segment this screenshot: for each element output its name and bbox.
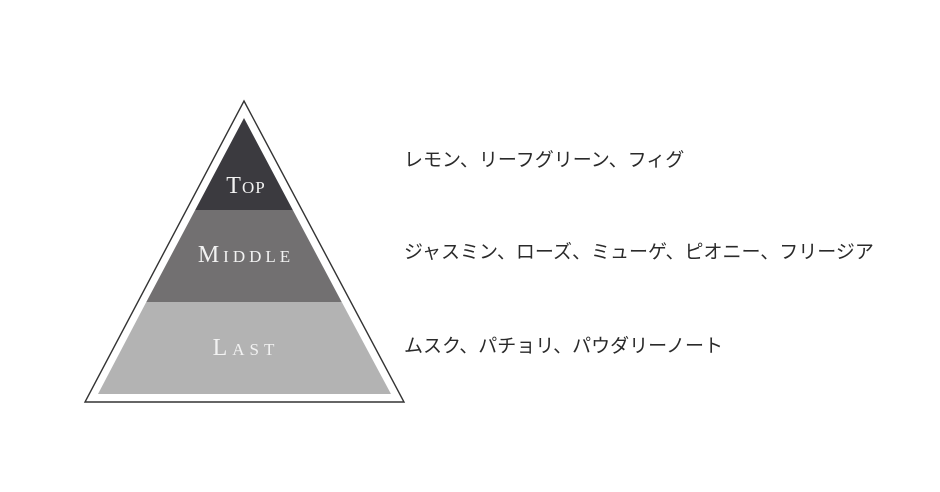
tier-last-band <box>98 302 391 394</box>
tier-top-band <box>195 118 293 210</box>
tier-label-middle: Middle <box>197 242 295 268</box>
top-notes-text: レモン、リーフグリーン、フィグ <box>404 149 685 171</box>
tier-middle-band <box>146 210 342 302</box>
tier-label-top: Top <box>226 173 266 199</box>
tier-label-last: Last <box>212 335 280 361</box>
middle-notes-text: ジャスミン、ローズ、ミューゲ、ピオニー、フリージア <box>404 241 874 263</box>
last-notes-text: ムスク、パチョリ、パウダリーノート <box>404 335 724 357</box>
